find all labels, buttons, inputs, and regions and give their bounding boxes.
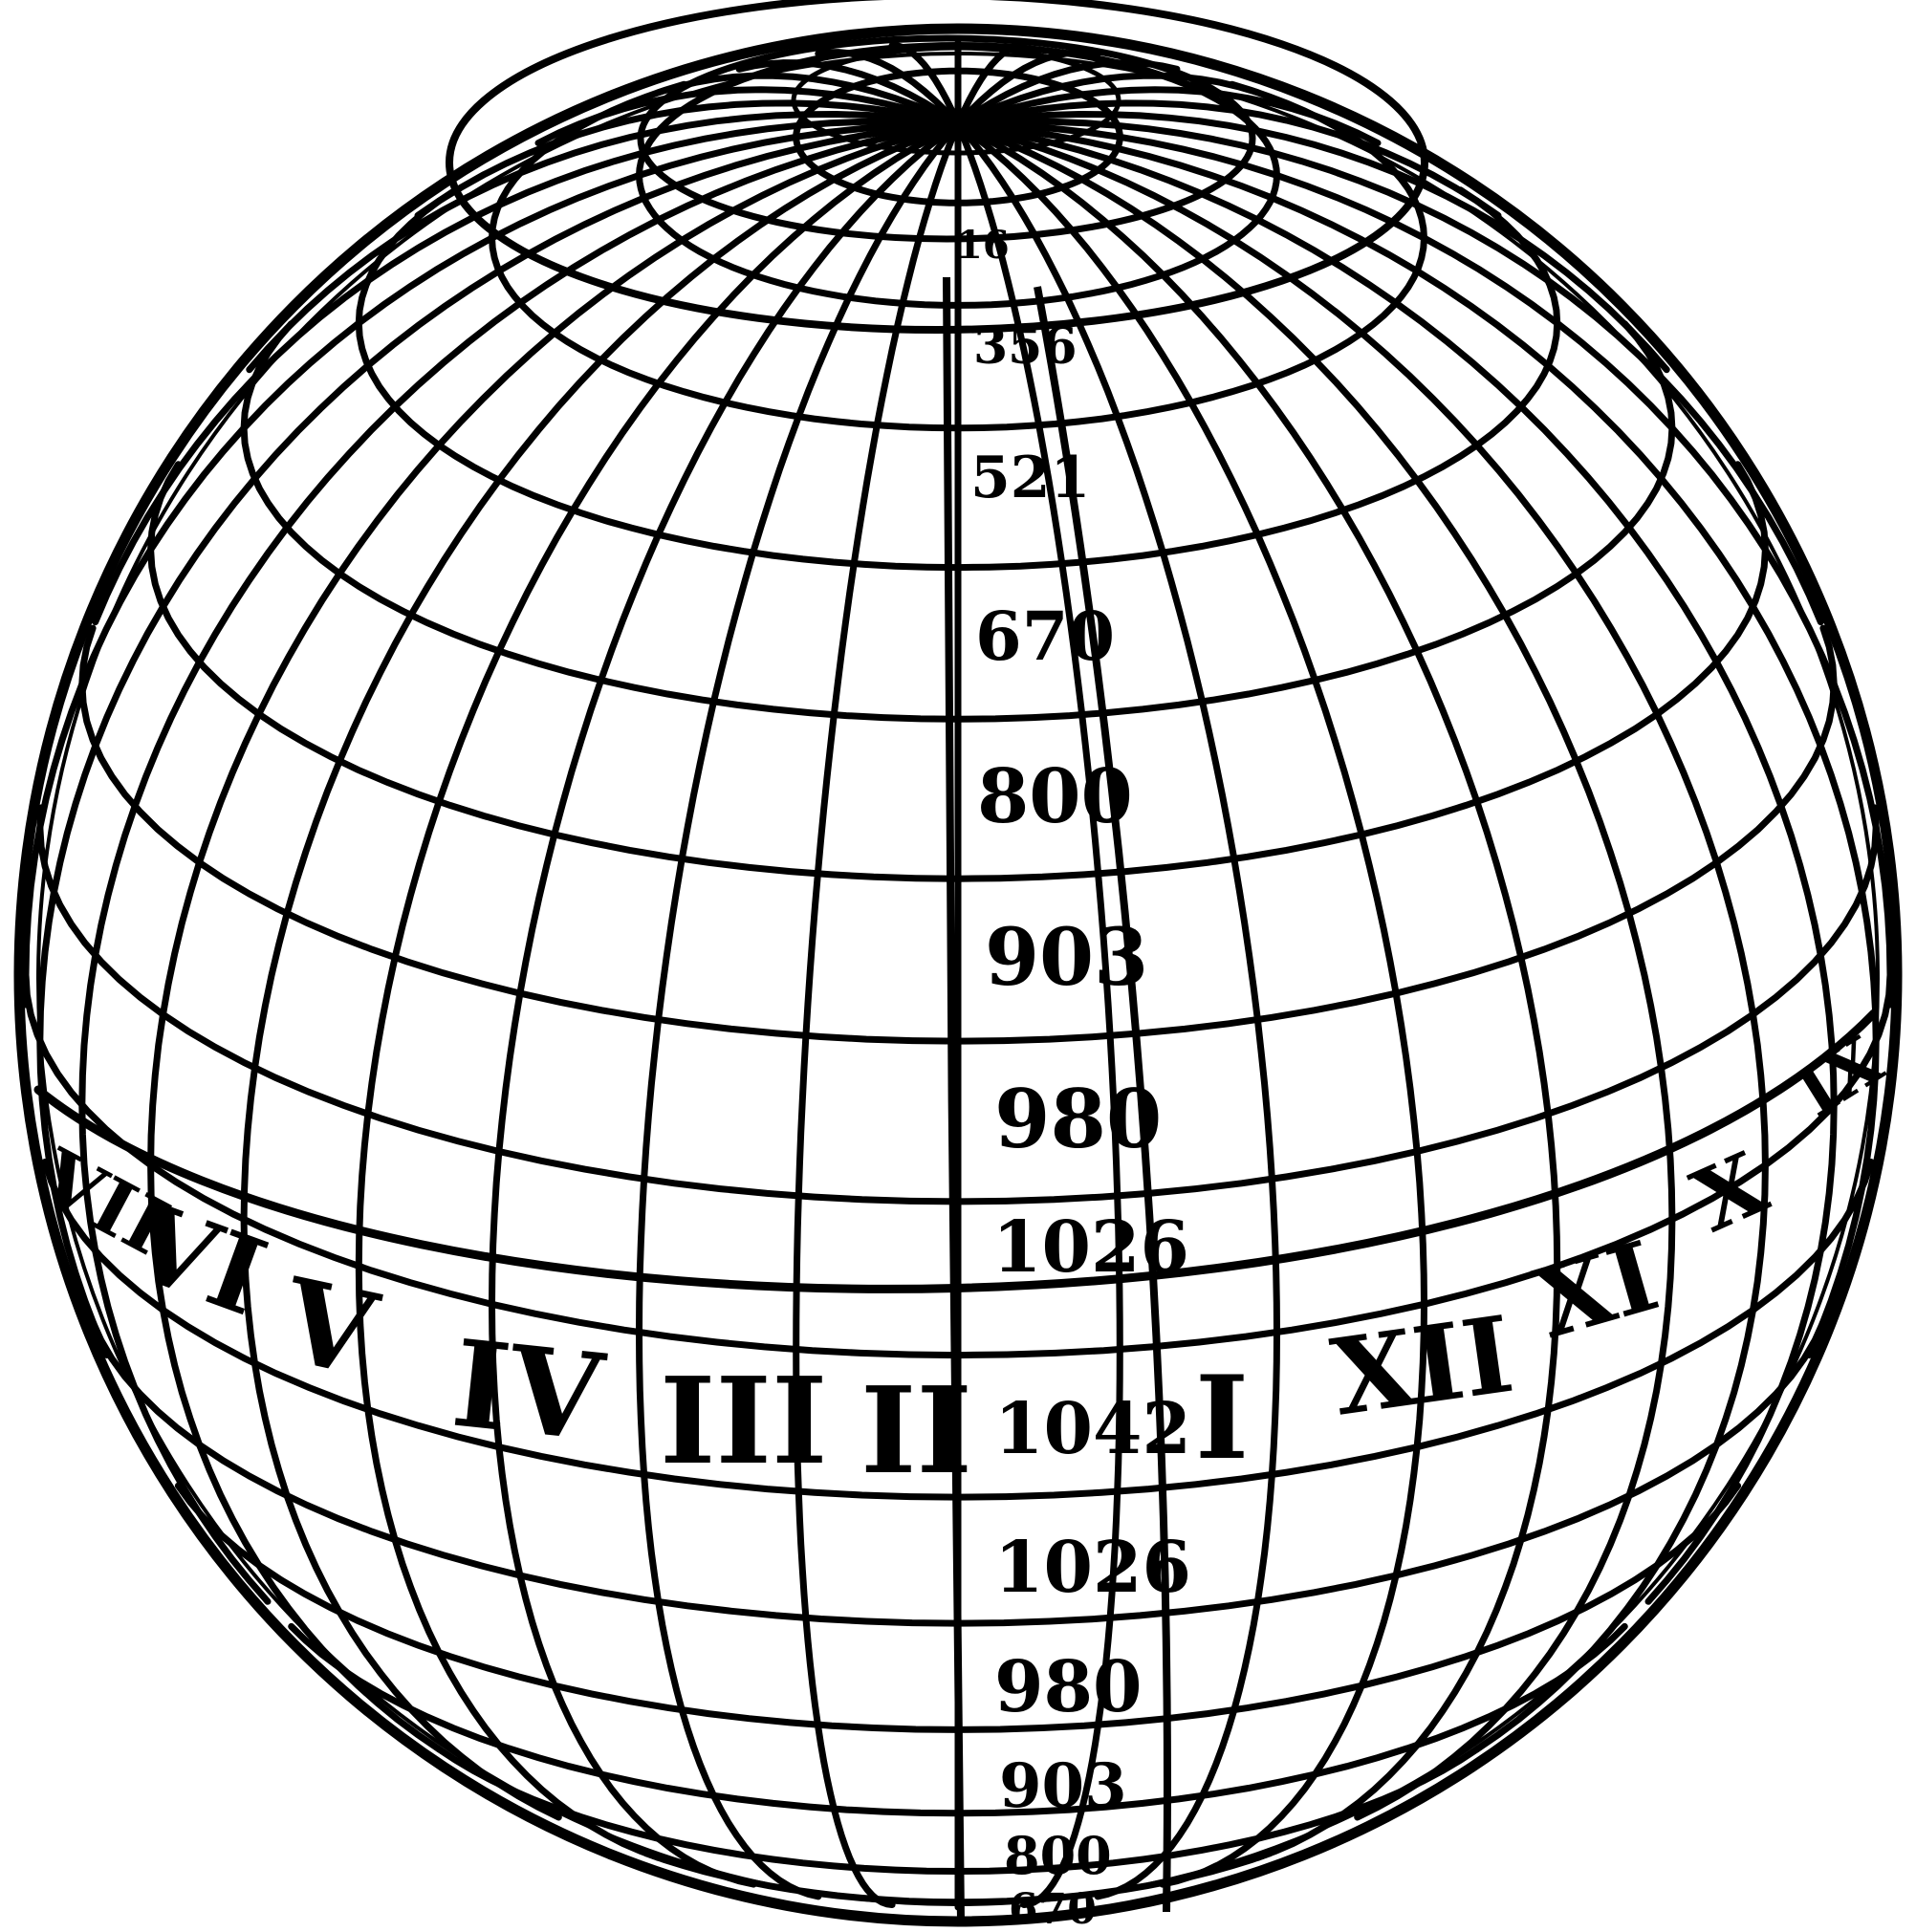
meridian-line <box>147 120 962 1753</box>
meridian-line <box>954 99 1502 219</box>
hour-numeral-iii: III <box>660 1352 827 1491</box>
hour-numeral-iv: IV <box>446 1314 611 1469</box>
meridian-line <box>793 120 962 1908</box>
meridian-line <box>954 120 1428 1888</box>
meridian-line <box>534 86 962 147</box>
meridian-line <box>355 120 962 1861</box>
meridian-line <box>488 120 962 1888</box>
meridian-line <box>954 59 1181 128</box>
meridian-line <box>954 120 1676 1821</box>
meridian-line <box>246 110 962 374</box>
meridian-line <box>954 49 1101 128</box>
meridian-line <box>78 120 962 1605</box>
north-number-6: 980 <box>994 1072 1162 1166</box>
meridian-line <box>655 72 962 128</box>
hour-numeral-i: I <box>1195 1351 1249 1486</box>
meridian-line <box>240 120 962 1821</box>
polar-cap-inner <box>637 34 1256 243</box>
south-number-2: 903 <box>999 1750 1127 1822</box>
north-number-4: 800 <box>977 753 1133 840</box>
meridian-line <box>954 110 1670 374</box>
meridian-line <box>954 118 1824 626</box>
south-number-4: 670 <box>1009 1885 1097 1932</box>
hour-numeral-xii: XII <box>1325 1292 1520 1440</box>
meridian-line <box>954 120 1894 1009</box>
meridian-line <box>92 118 962 626</box>
meridian-line <box>954 120 1281 1900</box>
north-number-1: 356 <box>973 317 1078 376</box>
meridian-line <box>954 120 1880 1358</box>
meridian-line <box>954 120 1561 1861</box>
meridian-line <box>815 49 962 128</box>
north-number-2: 521 <box>970 445 1090 511</box>
south-number-1: 980 <box>994 1646 1142 1728</box>
meridian-line <box>22 120 962 1009</box>
meridian-line <box>888 42 962 128</box>
polar-cap-outer <box>446 0 1428 334</box>
meridian-line <box>954 42 1028 128</box>
grid-lines <box>22 39 1894 1911</box>
equator-number: 1042 <box>994 1388 1191 1470</box>
south-number-3: 800 <box>1004 1825 1112 1886</box>
north-number-0: 16 <box>956 223 1010 268</box>
hour-numeral-v: V <box>271 1252 388 1403</box>
meridian-line <box>414 99 962 219</box>
meridian-line <box>954 120 1123 1908</box>
north-number-3: 670 <box>975 597 1115 676</box>
meridian-line <box>954 120 1769 1753</box>
meridian-line <box>635 120 962 1900</box>
meridian-line <box>954 72 1261 128</box>
meridian-band-right <box>1034 286 1171 1913</box>
south-number-0: 1026 <box>994 1527 1191 1609</box>
hour-numeral-ii: II <box>860 1361 972 1501</box>
meridian-line <box>954 120 1838 1605</box>
north-number-5: 903 <box>985 912 1148 1004</box>
meridian-line <box>954 86 1382 147</box>
equator-band <box>33 1009 1879 1293</box>
hour-numeral-xi: XI <box>1524 1219 1669 1360</box>
meridian-line <box>735 59 962 128</box>
meridian-band-left <box>943 276 965 1922</box>
